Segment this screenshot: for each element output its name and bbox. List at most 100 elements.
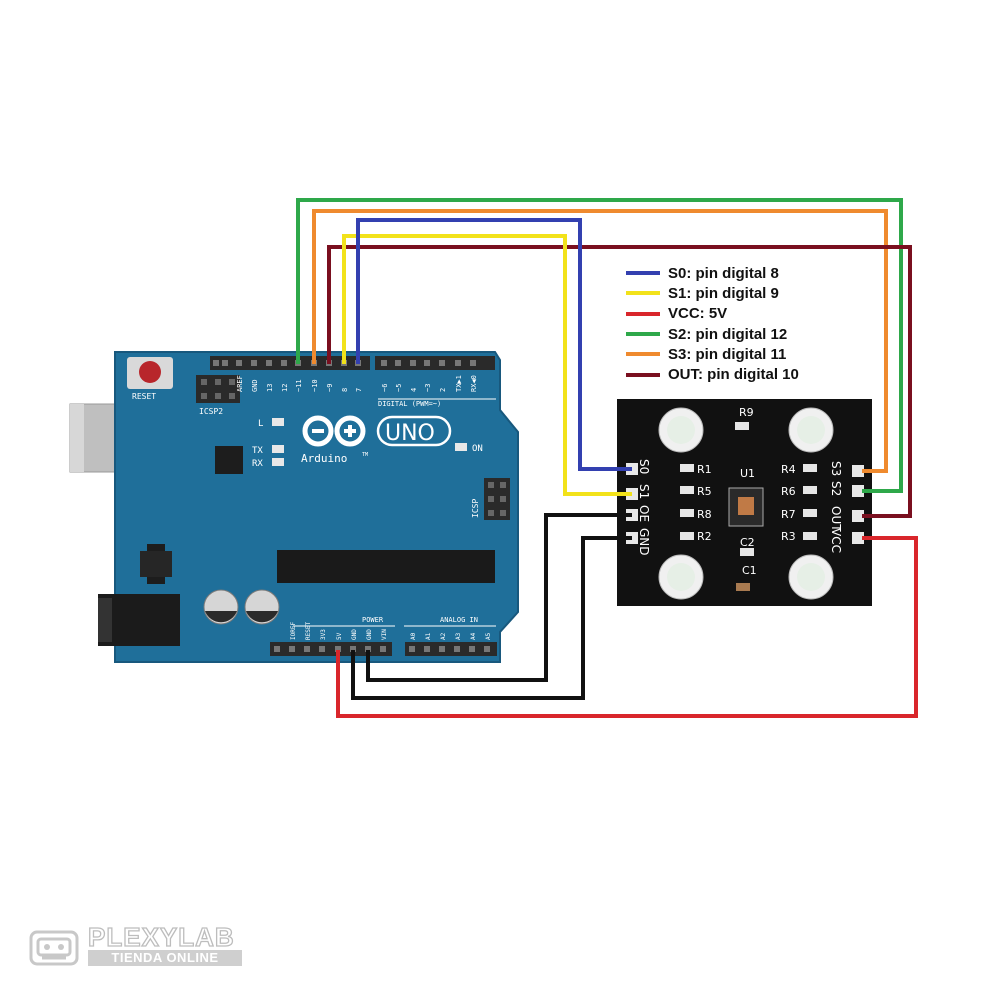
led-on (455, 443, 467, 451)
wire-gnd (351, 536, 632, 700)
power-pin[interactable] (365, 646, 371, 652)
digital-pin-label: ~10 (311, 379, 319, 392)
sensor-pin-label: S0 (637, 459, 651, 474)
wire-vcc (336, 536, 918, 718)
digital-pin-label: 12 (281, 384, 289, 392)
digital-pin-label: 2 (439, 388, 447, 392)
power-pin[interactable] (289, 646, 295, 652)
analog-pin-label: A0 (410, 632, 417, 640)
analog-pin[interactable] (439, 646, 445, 652)
label-r3: R3 (781, 530, 796, 543)
sensor-pin-label: S1 (637, 484, 651, 499)
label-u1: U1 (740, 467, 755, 480)
analog-pin[interactable] (424, 646, 430, 652)
legend-swatch (626, 291, 660, 296)
icsp-label: ICSP (471, 499, 480, 518)
digital-header-label: DIGITAL (PWM=~) (378, 400, 441, 408)
digital-pin-label: RX◀0 (470, 375, 478, 392)
digital-pin-label: GND (251, 379, 259, 392)
analog-pin[interactable] (469, 646, 475, 652)
digital-pin-label: 8 (341, 388, 349, 392)
legend-item: S3: pin digital 11 (626, 344, 799, 364)
sensor-pin-s2[interactable] (852, 485, 864, 497)
digital-pin-label: 7 (355, 388, 363, 392)
sensor-pin-s3[interactable] (852, 465, 864, 477)
analog-pin-label: A4 (470, 632, 477, 640)
robot-icon (29, 930, 79, 966)
digital-pin-label: ~6 (381, 384, 389, 392)
sensor-pin-vcc[interactable] (852, 532, 864, 544)
digital-pin-label: ~11 (295, 379, 303, 392)
digital-pin-label: ~5 (395, 384, 403, 392)
uno-label: UNO (385, 421, 435, 446)
power-pin[interactable] (350, 646, 356, 652)
voltage-regulator (140, 544, 172, 584)
analog-pin-label: A5 (485, 632, 492, 640)
header-pin (213, 360, 219, 366)
led-rx (272, 458, 284, 466)
legend-label: VCC: 5V (668, 305, 728, 323)
on-label: ON (472, 444, 483, 454)
icsp2-header (196, 375, 240, 403)
power-pin[interactable] (304, 646, 310, 652)
digital-pin[interactable] (251, 360, 257, 366)
digital-pin-label: ~3 (424, 384, 432, 392)
legend-swatch (626, 271, 660, 276)
power-pin[interactable] (319, 646, 325, 652)
watermark-title: PLEXYLAB (87, 921, 235, 952)
digital-pin[interactable] (470, 360, 476, 366)
analog-pin-label: A1 (425, 632, 432, 640)
digital-pin-label: 4 (410, 388, 418, 392)
digital-pin[interactable] (410, 360, 416, 366)
arduino-uno-board (69, 351, 519, 663)
legend-swatch (626, 352, 660, 357)
smd-r9 (735, 422, 749, 430)
digital-pin[interactable] (455, 360, 461, 366)
icsp2-label: ICSP2 (199, 407, 223, 416)
analog-pin[interactable] (484, 646, 490, 652)
arduino-tm-label: TM (362, 452, 368, 458)
wires (296, 198, 918, 718)
header-pin (222, 360, 228, 366)
analog-pin-label: A2 (440, 632, 447, 640)
plexylab-watermark: PLEXYLAB TIENDA ONLINE (28, 921, 244, 970)
label-r9: R9 (739, 406, 754, 419)
sensor-pin-label: GND (637, 528, 651, 556)
analog-header (405, 642, 497, 656)
label-r4: R4 (781, 463, 796, 476)
label-c2: C2 (740, 536, 755, 549)
power-pin[interactable] (380, 646, 386, 652)
digital-pin[interactable] (236, 360, 242, 366)
power-pin-label: VIN (381, 629, 388, 640)
digital-pin[interactable] (439, 360, 445, 366)
digital-pin-label: ~9 (326, 384, 334, 392)
smd-r6 (803, 486, 817, 494)
led-l-label: L (258, 419, 263, 429)
legend-label: S1: pin digital 9 (668, 284, 779, 302)
label-r8: R8 (697, 508, 712, 521)
label-r6: R6 (781, 485, 796, 498)
digital-pin[interactable] (266, 360, 272, 366)
digital-pin[interactable] (424, 360, 430, 366)
arduino-logo (302, 415, 452, 447)
legend-label: S2: pin digital 12 (668, 325, 788, 343)
digital-pin[interactable] (281, 360, 287, 366)
legend-swatch (626, 372, 660, 377)
wire-s0 (356, 218, 632, 471)
legend-label: S3: pin digital 11 (668, 345, 787, 363)
label-r2: R2 (697, 530, 712, 543)
digital-pin-label: 13 (266, 384, 274, 392)
power-pin[interactable] (335, 646, 341, 652)
smd-r7 (803, 509, 817, 517)
digital-pin[interactable] (395, 360, 401, 366)
analog-pin[interactable] (409, 646, 415, 652)
digital-pin[interactable] (381, 360, 387, 366)
smd-r1 (680, 464, 694, 472)
white-leds (658, 407, 834, 600)
sensor-pin-out[interactable] (852, 510, 864, 522)
small-chip (215, 446, 243, 474)
reset-label: RESET (132, 392, 156, 401)
analog-pin[interactable] (454, 646, 460, 652)
sensor-pin-label: S2 (829, 481, 843, 496)
